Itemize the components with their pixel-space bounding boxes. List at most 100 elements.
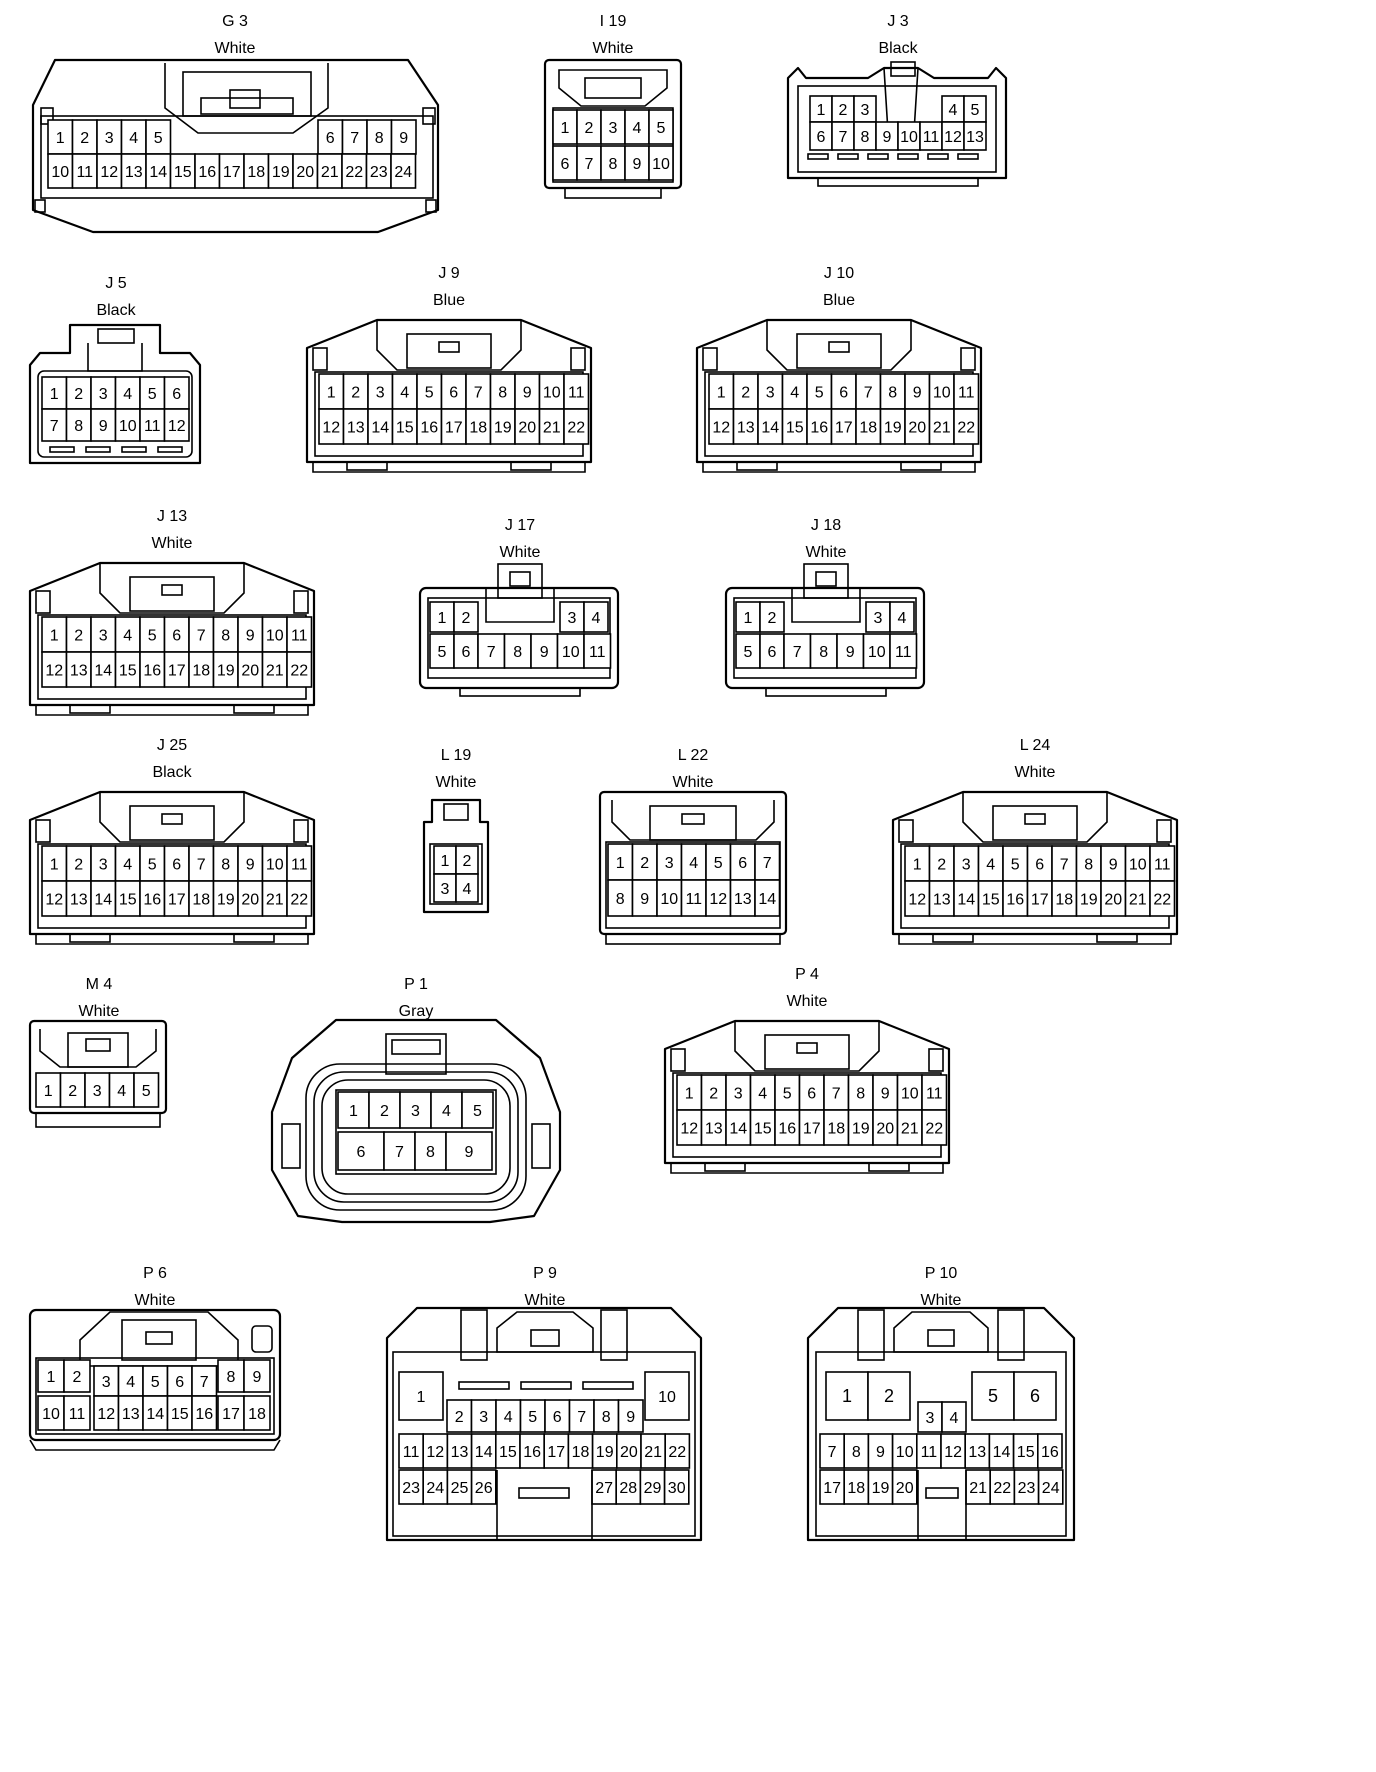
pin-number: 8 bbox=[609, 156, 618, 173]
pin-slot bbox=[927, 153, 949, 160]
housing-outline bbox=[766, 320, 912, 371]
pin-number: 9 bbox=[99, 418, 108, 435]
pin-cell bbox=[543, 1433, 570, 1469]
pin-number: 5 bbox=[148, 628, 157, 645]
pin-number: 14 bbox=[371, 420, 389, 437]
foot bbox=[564, 187, 662, 199]
foot bbox=[459, 687, 581, 697]
pin-number: 11 bbox=[568, 385, 585, 402]
pin-number: 14 bbox=[957, 892, 975, 909]
pin-number: 16 bbox=[778, 1121, 796, 1138]
connector-name: J 5 bbox=[105, 275, 126, 292]
pin-cell bbox=[63, 1359, 91, 1393]
connector-name: J 10 bbox=[824, 265, 854, 282]
pin-number: 5 bbox=[744, 644, 753, 661]
pin-number: 15 bbox=[119, 663, 137, 680]
pin-number: 10 bbox=[900, 129, 918, 146]
pin-cell bbox=[65, 845, 92, 882]
pin-cell bbox=[917, 1401, 943, 1433]
pin-number: 19 bbox=[272, 164, 290, 181]
pin-number: 3 bbox=[734, 1086, 743, 1103]
pin-number: 7 bbox=[585, 156, 594, 173]
pin-number: 7 bbox=[350, 130, 359, 147]
side-guide bbox=[251, 1325, 273, 1353]
pin-cell bbox=[538, 373, 565, 410]
pin-cavity bbox=[429, 843, 483, 905]
pin-cell bbox=[971, 1371, 1015, 1421]
pin-number: 18 bbox=[847, 1480, 865, 1497]
pin-cell bbox=[489, 373, 516, 410]
pin-number: 18 bbox=[192, 892, 210, 909]
pin-number: 20 bbox=[876, 1121, 894, 1138]
pin-number: 8 bbox=[888, 385, 897, 402]
pin-number: 10 bbox=[1129, 857, 1147, 874]
housing-outline bbox=[31, 58, 440, 234]
pin-number: 7 bbox=[832, 1086, 841, 1103]
pin-number: 8 bbox=[227, 1369, 236, 1386]
pin-number: 8 bbox=[861, 129, 870, 146]
pin-number: 17 bbox=[168, 663, 186, 680]
pin-cell bbox=[1100, 880, 1127, 917]
pin-number: 2 bbox=[351, 385, 360, 402]
side-rib bbox=[600, 1309, 628, 1361]
pin-number: 9 bbox=[881, 1086, 890, 1103]
pin-number: 5 bbox=[528, 1409, 537, 1426]
pin-number: 4 bbox=[592, 610, 601, 627]
connector-name: J 25 bbox=[157, 737, 187, 754]
pin-cell bbox=[556, 633, 585, 669]
pin-cell bbox=[163, 880, 190, 917]
pin-number: 7 bbox=[50, 418, 59, 435]
pin-number: 15 bbox=[982, 892, 1000, 909]
pin-slot bbox=[837, 153, 859, 160]
latch bbox=[129, 805, 215, 841]
pin-slot bbox=[897, 153, 919, 160]
pin-number: 19 bbox=[852, 1121, 870, 1138]
pin-cell bbox=[735, 633, 761, 669]
pin-number: 7 bbox=[828, 1444, 837, 1461]
connector-name: L 24 bbox=[1020, 737, 1051, 754]
pin-cell bbox=[538, 408, 565, 445]
pin-number: 11 bbox=[76, 164, 93, 181]
latch bbox=[406, 333, 492, 369]
pin-number: 4 bbox=[633, 120, 642, 137]
pin-cell bbox=[243, 1395, 271, 1431]
latch-tab bbox=[161, 813, 183, 825]
pin-cell bbox=[212, 880, 239, 917]
housing-outline bbox=[898, 934, 1172, 945]
pin-number: 2 bbox=[585, 120, 594, 137]
pin-number: 3 bbox=[99, 386, 108, 403]
pin-cell bbox=[891, 1469, 918, 1505]
pin-cell bbox=[90, 880, 117, 917]
pin-cell bbox=[470, 1399, 497, 1433]
pin-slot bbox=[867, 153, 889, 160]
pin-number: 19 bbox=[217, 892, 235, 909]
pin-cell bbox=[489, 408, 516, 445]
pin-number: 20 bbox=[241, 892, 259, 909]
pin-cell bbox=[365, 153, 392, 189]
pin-number: 12 bbox=[97, 1406, 115, 1423]
pin-number: 20 bbox=[896, 1480, 914, 1497]
pin-number: 7 bbox=[864, 385, 873, 402]
pin-number: 19 bbox=[872, 1480, 890, 1497]
pin-number: 4 bbox=[463, 881, 472, 898]
pin-cell bbox=[988, 1433, 1015, 1469]
pin-cell bbox=[1149, 880, 1176, 917]
pin-cavity bbox=[35, 1357, 275, 1435]
pin-cell bbox=[188, 616, 215, 653]
pin-cell bbox=[823, 1109, 850, 1146]
pin-cell bbox=[648, 145, 674, 181]
pin-number: 6 bbox=[172, 386, 181, 403]
pin-number: 8 bbox=[616, 891, 625, 908]
pin-cell bbox=[843, 1433, 870, 1469]
foot bbox=[605, 933, 781, 945]
pin-cell bbox=[1100, 845, 1127, 882]
pin-number: 23 bbox=[402, 1480, 420, 1497]
pin-number: 13 bbox=[966, 129, 984, 146]
pin-cell bbox=[133, 1072, 160, 1108]
pin-cell bbox=[114, 880, 141, 917]
pin-cell bbox=[607, 843, 634, 881]
pin-number: 2 bbox=[463, 853, 472, 870]
pin-cell bbox=[90, 651, 117, 688]
side-guide bbox=[670, 1048, 686, 1072]
